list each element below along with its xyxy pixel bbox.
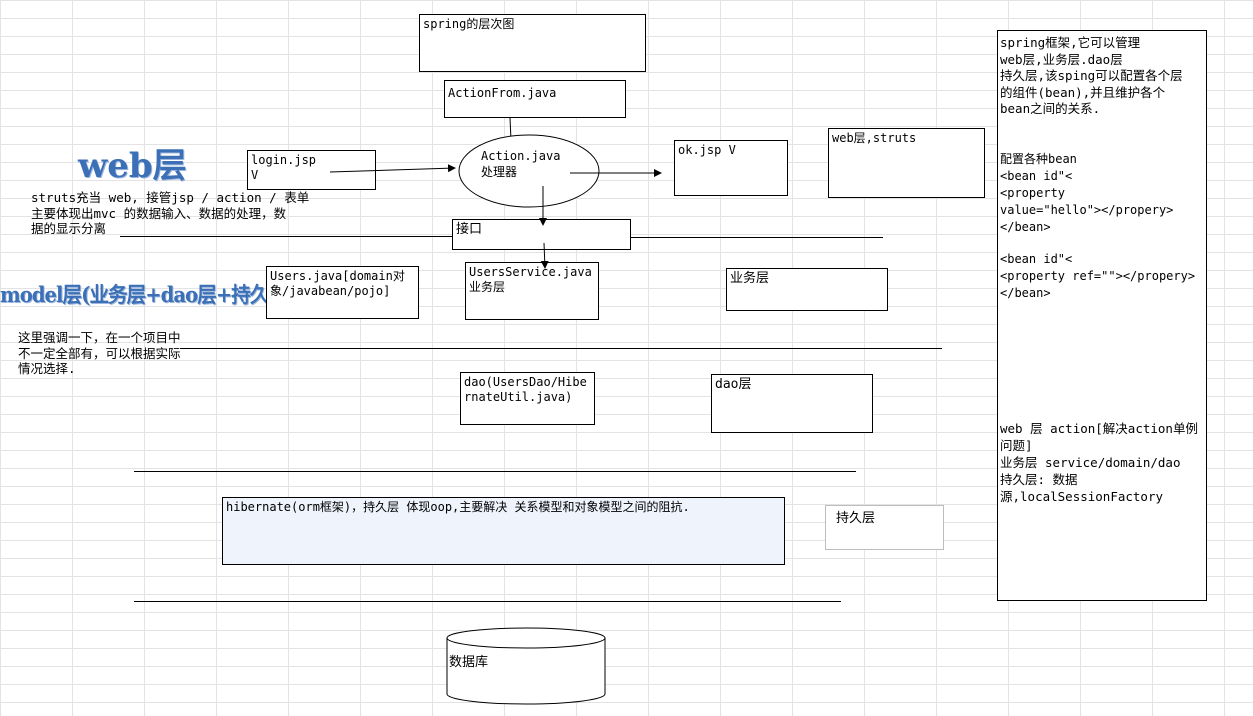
action-form-box: ActionFrom.java <box>444 80 626 118</box>
right-panel-config-ref: <bean id"< <property ref=""></propery> <… <box>1000 252 1196 300</box>
users-java-box: Users.java[domain对象/javabean/pojo] <box>266 266 419 319</box>
dao-layer-box: dao层 <box>711 374 873 433</box>
model-layer-note: 这里强调一下，在一个项目中 不一定全部有，可以根据实际 情况选择. <box>18 330 181 376</box>
database-label: 数据库 <box>449 655 489 670</box>
login-jsp-box: login.jsp V <box>247 150 376 190</box>
separator-web-right <box>630 237 883 238</box>
separator-dao <box>134 471 856 472</box>
right-panel-config: 配置各种bean <bean id"< <property value="hel… <box>1000 152 1174 234</box>
model-layer-heading: model层(业务层+dao层+持久层) <box>0 282 296 307</box>
arrow-login-to-action <box>329 164 456 173</box>
spring-title-box: spring的层次图 <box>419 14 646 72</box>
users-service-box: UsersService.java 业务层 <box>465 262 599 320</box>
database-cylinder <box>446 627 606 705</box>
web-layer-heading: web层 <box>78 146 187 186</box>
business-layer-box: 业务层 <box>726 268 888 311</box>
hibernate-box: hibernate(orm框架)，持久层 体现oop,主要解决 关系模型和对象模… <box>222 497 785 565</box>
dao-box: dao(UsersDao/HibernateUtil.java) <box>460 372 595 425</box>
ok-jsp-box: ok.jsp V <box>674 140 788 196</box>
action-java-label: Action.java 处理器 <box>481 149 561 179</box>
web-struts-box: web层,struts <box>828 128 985 198</box>
separator-model <box>180 348 942 349</box>
separator-web <box>120 236 452 237</box>
right-panel-layers: web 层 action[解决action单例 问题] 业务层 service/… <box>1000 421 1198 504</box>
right-panel: spring框架,它可以管理 web层,业务层.dao层 持久层,该sping可… <box>997 30 1207 601</box>
separator-persistence <box>134 601 841 602</box>
arrow-interface-to-service <box>540 242 549 269</box>
web-layer-description: struts充当 web, 接管jsp / action / 表单 主要体现出m… <box>31 190 310 236</box>
right-panel-intro: spring框架,它可以管理 web层,业务层.dao层 持久层,该sping可… <box>1000 35 1183 116</box>
persistence-layer-box: 持久层 <box>825 505 944 550</box>
action-ellipse <box>458 134 600 208</box>
